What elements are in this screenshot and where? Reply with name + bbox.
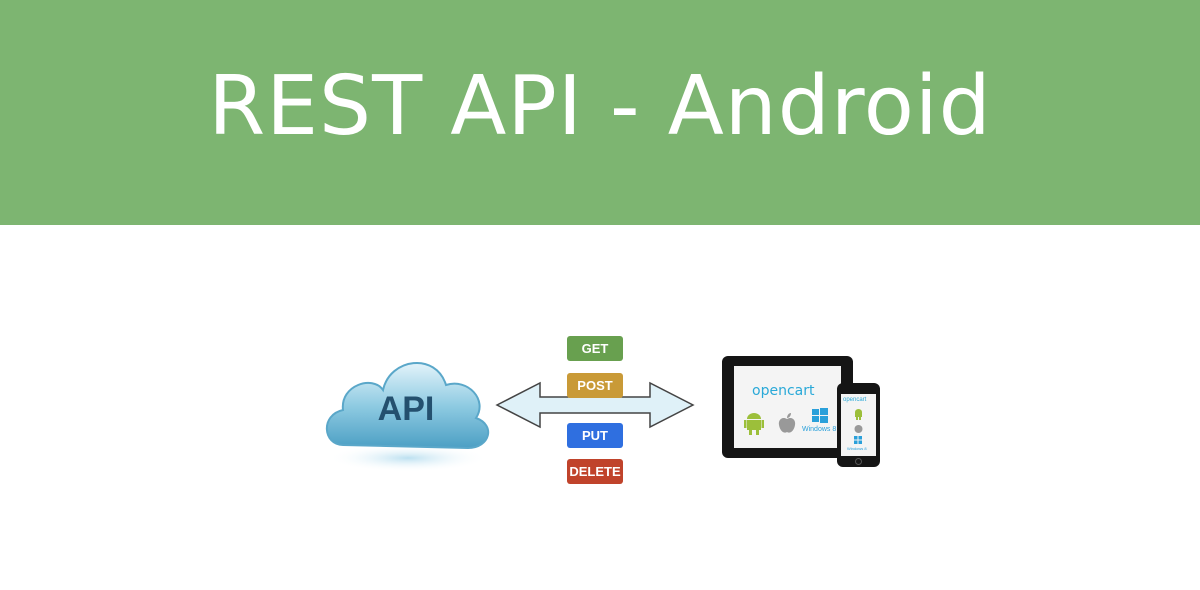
android-icon (855, 409, 862, 420)
delete-method-button: DELETE (567, 459, 623, 484)
tablet-screen: opencart Windows 8 (734, 366, 841, 448)
apple-icon (854, 425, 863, 433)
phone-device: opencart Windows 8 (837, 383, 880, 467)
phone-screen: opencart Windows 8 (841, 394, 876, 456)
android-icon (744, 413, 764, 435)
cloud-label: API (378, 390, 435, 428)
double-arrow-icon (495, 381, 695, 429)
put-method-button: PUT (567, 423, 623, 448)
api-cloud-icon: API (325, 361, 490, 472)
tablet-device: opencart Windows 8 (722, 356, 853, 458)
method-label: POST (577, 378, 613, 393)
header-banner: REST API - Android (0, 0, 1200, 225)
opencart-logo: opencart (752, 383, 815, 399)
method-label: GET (581, 341, 609, 356)
windows-8-label: Windows 8 (847, 446, 867, 451)
opencart-logo: opencart (843, 397, 867, 403)
home-button (855, 458, 862, 465)
windows-icon (812, 408, 828, 423)
windows-8-label: Windows 8 (802, 426, 837, 433)
apple-icon (778, 413, 796, 433)
method-label: DELETE (569, 464, 621, 479)
page-title: REST API - Android (208, 59, 992, 154)
get-method-button: GET (567, 336, 623, 361)
method-label: PUT (582, 428, 608, 443)
windows-icon (854, 436, 862, 444)
post-method-button: POST (567, 373, 623, 398)
